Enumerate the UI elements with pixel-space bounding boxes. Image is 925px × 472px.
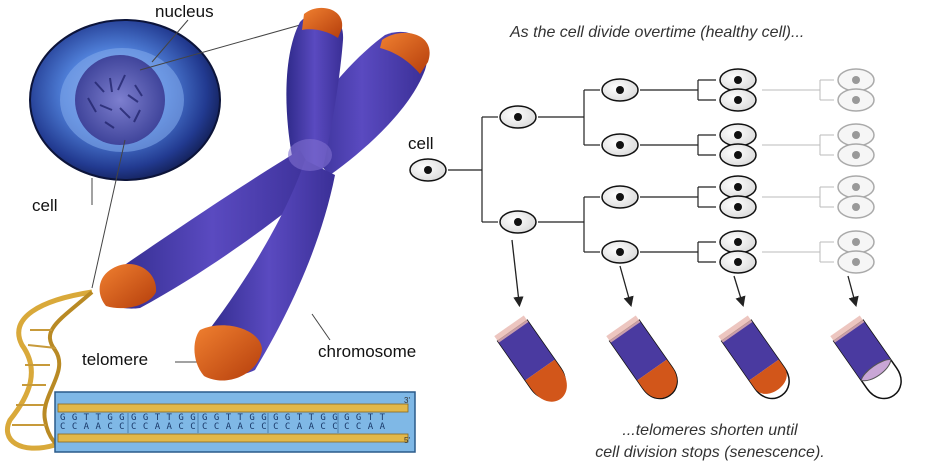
chromosome-tip-1 [494,315,567,402]
telomere-tips [494,315,902,402]
chromosome-illustration [99,7,430,381]
nucleus-label: nucleus [155,2,214,21]
dna-dividers [127,413,339,433]
gen2-cell [601,240,639,264]
gen2-cell [601,185,639,209]
dna-bottom-strand: C C A A C C C C A A C C C C A A C C C C … [60,422,386,432]
gen1-cell [499,105,537,129]
senescence-arrows [511,239,859,308]
gen3-cell [719,88,757,112]
telomere-cap-3 [99,263,157,309]
gen2-cell [601,133,639,157]
telomere-label: telomere [82,350,149,369]
dna-3prime-label: 3' [404,396,410,405]
lineage-lines-faded [762,79,834,263]
gen1-cell [499,210,537,234]
dna-helix [4,289,94,451]
gen4-cell-faded [837,143,875,167]
dna-top-backbone [57,403,409,413]
bottom-caption-line2: cell division stops (senescence). [595,444,825,461]
gen4-cell-faded [837,68,875,92]
gen4-cell-faded [837,175,875,199]
bottom-caption-line1: ...telomeres shorten until [622,422,798,439]
nucleus-body [75,55,165,145]
chromosome-tip-3 [718,315,790,400]
gen4-cell-faded [837,250,875,274]
lineage-lines [448,79,716,263]
cell-label: cell [32,196,58,215]
lineage-cells [409,68,875,274]
dna-bottom-backbone [57,433,409,443]
top-caption: As the cell divide overtime (healthy cel… [510,24,805,41]
root-cell [409,158,447,182]
gen4-cell-faded [837,88,875,112]
chromosome-tip-2 [606,315,678,400]
gen4-cell-faded [837,123,875,147]
telomere-cap-2 [380,32,430,74]
gen4-cell-faded [837,230,875,254]
gen3-cell [719,123,757,147]
chromosome-tip-4 [830,315,902,400]
gen3-cell [719,230,757,254]
gen3-cell [719,143,757,167]
cell-illustration [29,19,221,181]
chromosome-label: chromosome [318,342,417,361]
gen3-cell [719,68,757,92]
gen3-cell [719,195,757,219]
gen4-cell-faded [837,195,875,219]
telomere-cap-4 [194,325,262,381]
tree-cell-label: cell [408,134,434,153]
dna-5prime-label: 5' [404,436,410,445]
gen3-cell [719,250,757,274]
gen2-cell [601,78,639,102]
dna-top-strand: G G T T G G G G T T G G G G T T G G G G … [60,413,386,423]
telomere-cap-1 [302,7,343,39]
gen3-cell [719,175,757,199]
